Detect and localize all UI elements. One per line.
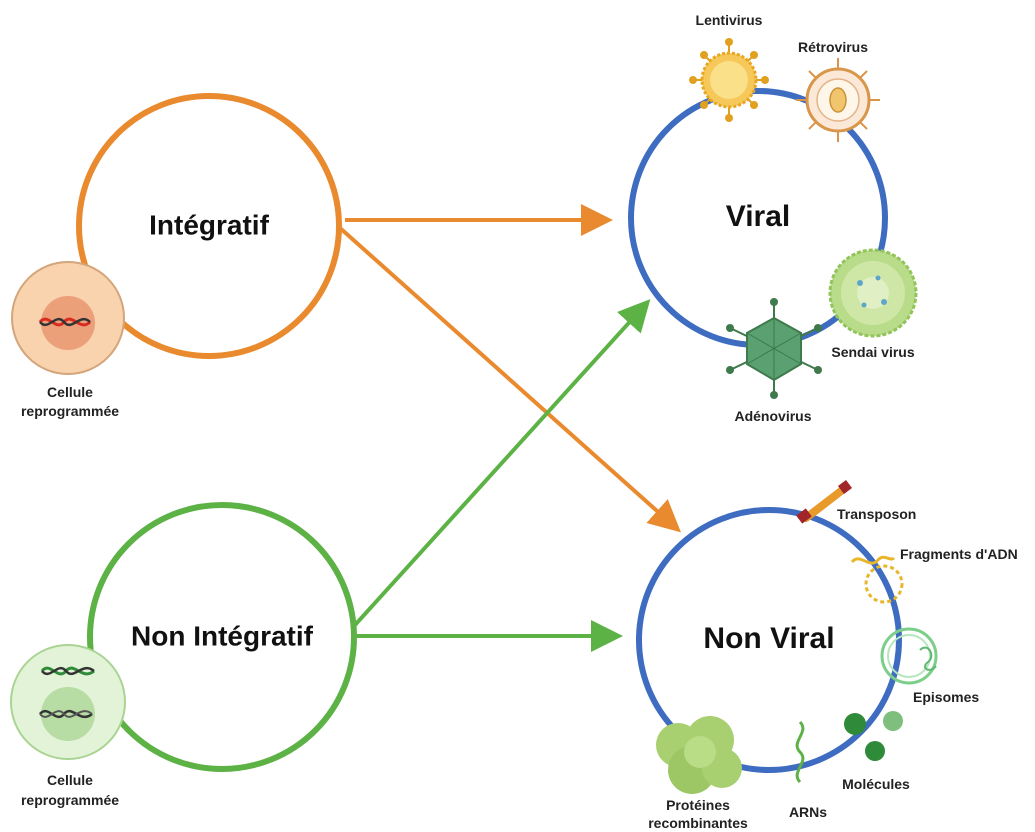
retrovirus-label: Rétrovirus bbox=[798, 39, 868, 55]
cell-top-label-line1: Cellule bbox=[47, 384, 93, 400]
molecules-icon bbox=[844, 711, 903, 761]
arns-icon bbox=[795, 720, 805, 784]
integratif-circle bbox=[76, 93, 342, 359]
arns-label: ARNs bbox=[789, 804, 827, 820]
adenovirus-icon bbox=[726, 298, 822, 399]
non-integratif-circle bbox=[87, 502, 357, 772]
recombinant-proteins-label-line2: recombinantes bbox=[648, 815, 748, 831]
sendai-virus-label: Sendai virus bbox=[831, 344, 914, 360]
adenovirus-label: Adénovirus bbox=[734, 408, 811, 424]
dna-fragments-label: Fragments d'ADN bbox=[900, 546, 1018, 562]
non-integratif-label: Non Intégratif bbox=[131, 620, 314, 651]
integratif-label: Intégratif bbox=[149, 209, 269, 240]
cell-bottom-icon bbox=[10, 644, 126, 760]
molecules-label: Molécules bbox=[842, 776, 910, 792]
cell-top-label-line2: reprogrammée bbox=[21, 403, 119, 419]
cell-bottom-label-line2: reprogrammée bbox=[21, 792, 119, 808]
transposon-icon bbox=[796, 479, 853, 524]
non-viral-circle bbox=[636, 507, 902, 773]
viral-label: Viral bbox=[726, 200, 791, 233]
cell-top-icon bbox=[11, 261, 125, 375]
lentivirus-label: Lentivirus bbox=[696, 12, 763, 28]
episomes-icon bbox=[880, 627, 938, 685]
retrovirus-icon bbox=[796, 58, 880, 142]
dna-fragments-icon bbox=[850, 555, 904, 604]
non-viral-label: Non Viral bbox=[703, 622, 834, 655]
arrow-non-integratif-to-viral bbox=[353, 299, 651, 627]
arrow-integratif-to-non-viral bbox=[338, 226, 681, 533]
lentivirus-icon bbox=[689, 38, 769, 122]
sendai-virus-icon bbox=[828, 248, 918, 338]
recombinant-proteins-label-line1: Protéines bbox=[666, 797, 730, 813]
recombinant-proteins-icon bbox=[656, 716, 742, 794]
transposon-label: Transposon bbox=[837, 506, 916, 522]
cell-bottom-label-line1: Cellule bbox=[47, 772, 93, 788]
episomes-label: Episomes bbox=[913, 689, 979, 705]
